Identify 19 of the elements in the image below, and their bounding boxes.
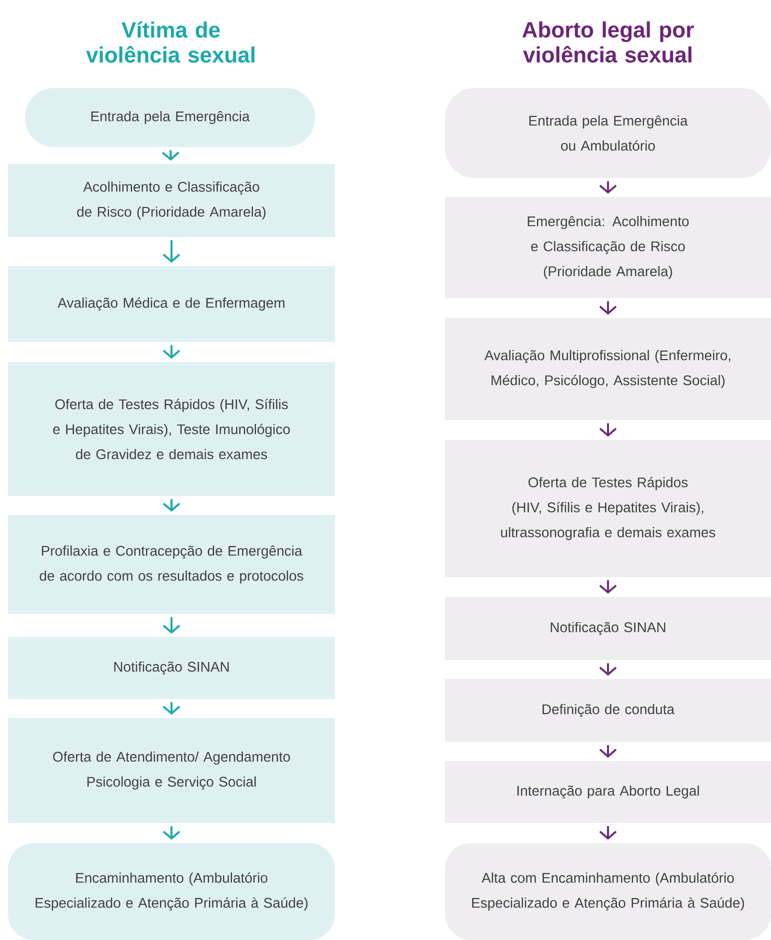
rounded-box: Entrada pela Emergência [25,88,315,147]
column-title: Vítima de violência sexual [86,21,254,63]
process-box: Oferta de Atendimento/ Agendamento Psicologia e Serviço Social [8,718,335,823]
process-box: Notificação SINAN [445,597,771,660]
process-box: Avaliação Multiprofissional (Enfermeiro, Médico, Psicólogo, Assistente Social) [445,318,771,420]
process-box: Oferta de Testes Rápidos (HIV, Sífilis e Hepatites Virais), ultrassonografia e demais exames [445,440,771,577]
process-box: Oferta de Testes Rápidos (HIV, Sífilis e Hepatites Virais), Teste Imunológico de Gravidez e demais exames [8,362,335,496]
process-box: Notificação SINAN [8,637,335,699]
process-box: Definição de conduta [445,679,771,742]
arrow [162,240,180,263]
process-box: Internação para Aborto Legal [445,761,771,823]
process-box: Emergência: Acolhimento e Classificação de Risco (Prioridade Amarela) [445,197,771,298]
rounded-box: Entrada pela Emergência ou Ambulatório [445,88,771,178]
process-box: Acolhimento e Classificação de Risco (Prioridade Amarela) [8,164,335,237]
column-title: Aborto legal por violência sexual [522,21,694,63]
rounded-box: Alta com Encaminhamento (Ambulatório Especializado e Atenção Primária à Saúde) [445,843,771,940]
process-box: Profilaxia e Contracepção de Emergência de acordo com os resultados e protocolos [8,515,335,614]
process-box: Avaliação Médica e de Enfermagem [8,266,335,342]
rounded-box: Encaminhamento (Ambulatório Especializado e Atenção Primária à Saúde) [8,843,335,940]
